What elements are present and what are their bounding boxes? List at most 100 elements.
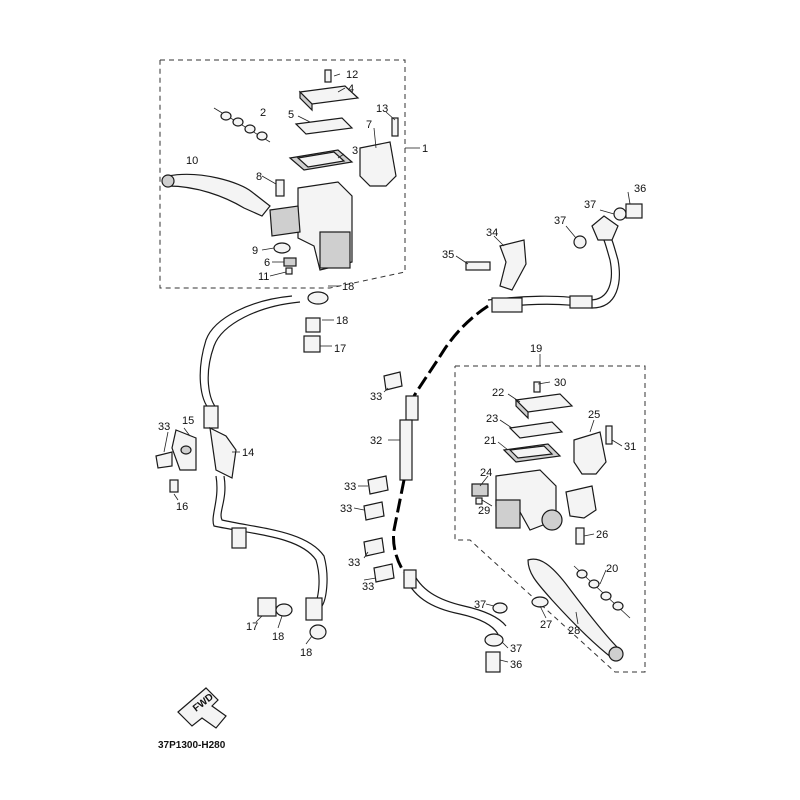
cable-clip-2	[367, 475, 389, 495]
master-cylinder-lower	[319, 231, 351, 269]
callout-19: 19	[530, 343, 542, 355]
callout-33-b: 33	[344, 481, 356, 493]
diaphragm-plate-right	[508, 421, 564, 439]
callout-1: 1	[422, 143, 428, 155]
upper-washer-b	[305, 317, 321, 333]
callout-37-d: 37	[510, 643, 522, 655]
callout-31: 31	[624, 441, 636, 453]
master-cylinder-lower-right	[495, 499, 521, 529]
lower-washer-b	[309, 624, 327, 640]
hose-end-lower	[305, 597, 323, 621]
hose-clip-left	[155, 451, 173, 469]
callout-21: 21	[484, 435, 496, 447]
callout-34: 34	[486, 227, 498, 239]
callout-26: 26	[596, 529, 608, 541]
callout-9: 9	[252, 245, 258, 257]
diagram-code: 37P1300-H280	[158, 740, 226, 751]
hose-fitting-right-2	[569, 295, 593, 309]
bracket-bolt	[169, 479, 179, 493]
lock-nut	[273, 242, 291, 254]
brake-lever	[167, 173, 271, 217]
cable-fitting-upper	[405, 395, 419, 421]
fwd-indicator: FWD	[177, 687, 227, 729]
union-bolt-lower	[257, 597, 277, 617]
reservoir-cap-side	[299, 90, 313, 112]
hose-fitting-lower-right	[403, 569, 417, 589]
piston-kit-right	[573, 565, 631, 619]
callout-35: 35	[442, 249, 454, 261]
brake-lever-tip	[161, 174, 175, 188]
callout-33-c: 33	[340, 503, 352, 515]
lower-right-hose: 37 37 36	[403, 569, 522, 673]
washer-lower-right-b	[484, 633, 504, 647]
hose-fitting-right	[491, 297, 523, 313]
hose-fitting-upper	[203, 405, 219, 429]
callout-36-a: 36	[634, 183, 646, 195]
center-cable: 33 32 33 33 33 33	[340, 304, 489, 593]
callout-18-d: 18	[300, 647, 312, 659]
switch-screw	[285, 267, 293, 275]
holder-clamp	[359, 141, 397, 187]
fwd-arrow-icon	[177, 687, 227, 729]
callout-8: 8	[256, 171, 262, 183]
callout-3: 3	[352, 145, 358, 157]
switch-right	[471, 483, 489, 497]
switch-screw-right	[475, 497, 483, 505]
cap-screw	[324, 69, 332, 83]
callout-24: 24	[480, 467, 492, 479]
callout-17-b: 17	[246, 621, 258, 633]
washer-right-b	[613, 207, 627, 221]
left-brake-hose: 18 18 17 14 15 33 16 17 18 18	[155, 281, 354, 659]
callout-22: 22	[492, 387, 504, 399]
callout-7: 7	[366, 119, 372, 131]
callout-14: 14	[242, 447, 254, 459]
callout-18-c: 18	[272, 631, 284, 643]
hose-guide	[209, 426, 237, 479]
union-bolt-lower-right	[485, 651, 501, 673]
washer-right-a	[573, 235, 587, 249]
callout-27: 27	[540, 619, 552, 631]
lower-washer-a	[275, 603, 293, 617]
right-assembly-dashed-box	[454, 365, 646, 673]
pivot-bolt	[275, 179, 285, 197]
callout-20: 20	[606, 563, 618, 575]
callout-28: 28	[568, 625, 580, 637]
upper-right-hose: 34 35 37 37 36	[442, 183, 646, 313]
master-cylinder-port	[269, 205, 301, 237]
hose-fitting-lower	[231, 527, 247, 549]
lever-bolt	[391, 117, 399, 137]
callout-18-a: 18	[342, 281, 354, 293]
hose-bracket-right	[499, 239, 527, 291]
bracket-bolt-right	[465, 261, 491, 271]
callout-29: 29	[478, 505, 490, 517]
callout-37-a: 37	[554, 215, 566, 227]
callout-15: 15	[182, 415, 194, 427]
cable-clip-4	[363, 537, 385, 557]
callout-18-b: 18	[336, 315, 348, 327]
cable-clip-1	[383, 371, 403, 391]
callout-30: 30	[554, 377, 566, 389]
switch	[283, 257, 297, 267]
callout-32: 32	[370, 435, 382, 447]
right-master-cylinder-assembly: 19 30 22 23 25 31 21 24 29 26 20 27 28	[454, 343, 646, 673]
callout-33-a: 33	[370, 391, 382, 403]
lock-nut-right	[531, 596, 549, 608]
cap-screw-right	[533, 381, 541, 393]
callout-23: 23	[486, 413, 498, 425]
callout-33-left: 33	[158, 421, 170, 433]
callout-11: 11	[258, 271, 269, 283]
callout-13: 13	[376, 103, 388, 115]
cable-clip-5	[373, 563, 395, 583]
union-bolt-right	[625, 203, 643, 219]
pivot-bolt-right	[575, 527, 585, 545]
callout-16: 16	[176, 501, 188, 513]
left-assembly-dashed-box	[159, 59, 406, 289]
piston-kit	[213, 107, 271, 143]
callout-10: 10	[186, 155, 198, 167]
callout-6: 6	[264, 257, 270, 269]
callout-25: 25	[588, 409, 600, 421]
holder-clamp-right	[573, 431, 607, 475]
callout-37-b: 37	[584, 199, 596, 211]
